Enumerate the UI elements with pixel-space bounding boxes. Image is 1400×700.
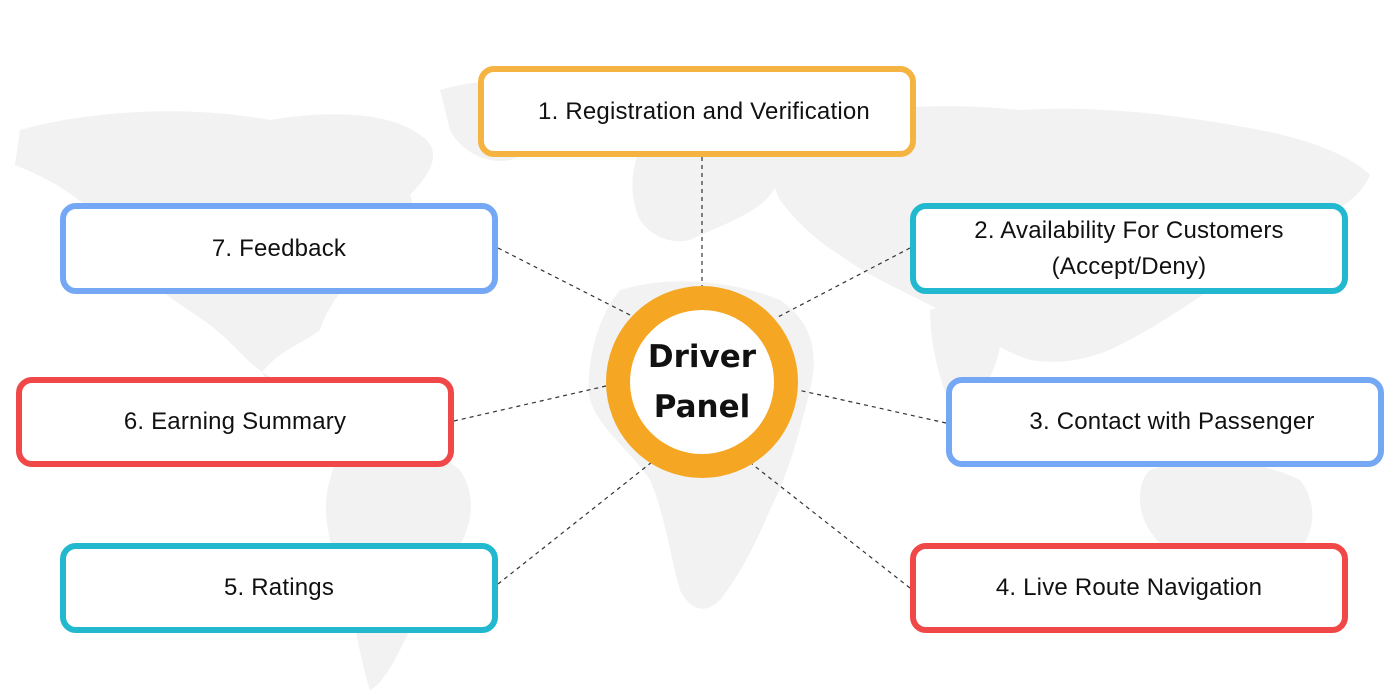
connector-4 [751,463,911,589]
node-label-line2: (Accept/Deny) [1051,252,1207,280]
node-ratings: 5. Ratings [60,543,498,633]
center-label-line1: Driver [647,339,757,375]
connector-2 [775,247,911,319]
node-label: 5. Ratings [223,574,335,601]
node-earning-summary: 6. Earning Summary [16,377,454,467]
node-live-route-navigation: 4. Live Route Navigation [910,543,1348,633]
node-label: 7. Feedback [211,234,347,262]
center-hub-driver-panel: Driver Panel [606,286,798,478]
node-label: 1. Registration and Verification [538,97,870,125]
node-contact-with-passenger: 3. Contact with Passenger [946,377,1384,467]
node-availability-for-customers: 2. Availability For Customers (Accept/De… [910,203,1348,294]
connector-3 [797,389,947,424]
node-label: 4. Live Route Navigation [995,574,1263,601]
connector-7 [497,247,633,317]
node-label: 6. Earning Summary [123,408,347,435]
node-label-line1: 2. Availability For Customers [974,216,1284,244]
node-label: 3. Contact with Passenger [1029,408,1315,435]
center-label: Driver Panel [632,332,772,432]
connector-6 [453,385,607,422]
node-registration-verification: 1. Registration and Verification [478,66,916,157]
connector-5 [497,461,653,585]
node-feedback: 7. Feedback [60,203,498,294]
center-label-line2: Panel [653,389,751,425]
